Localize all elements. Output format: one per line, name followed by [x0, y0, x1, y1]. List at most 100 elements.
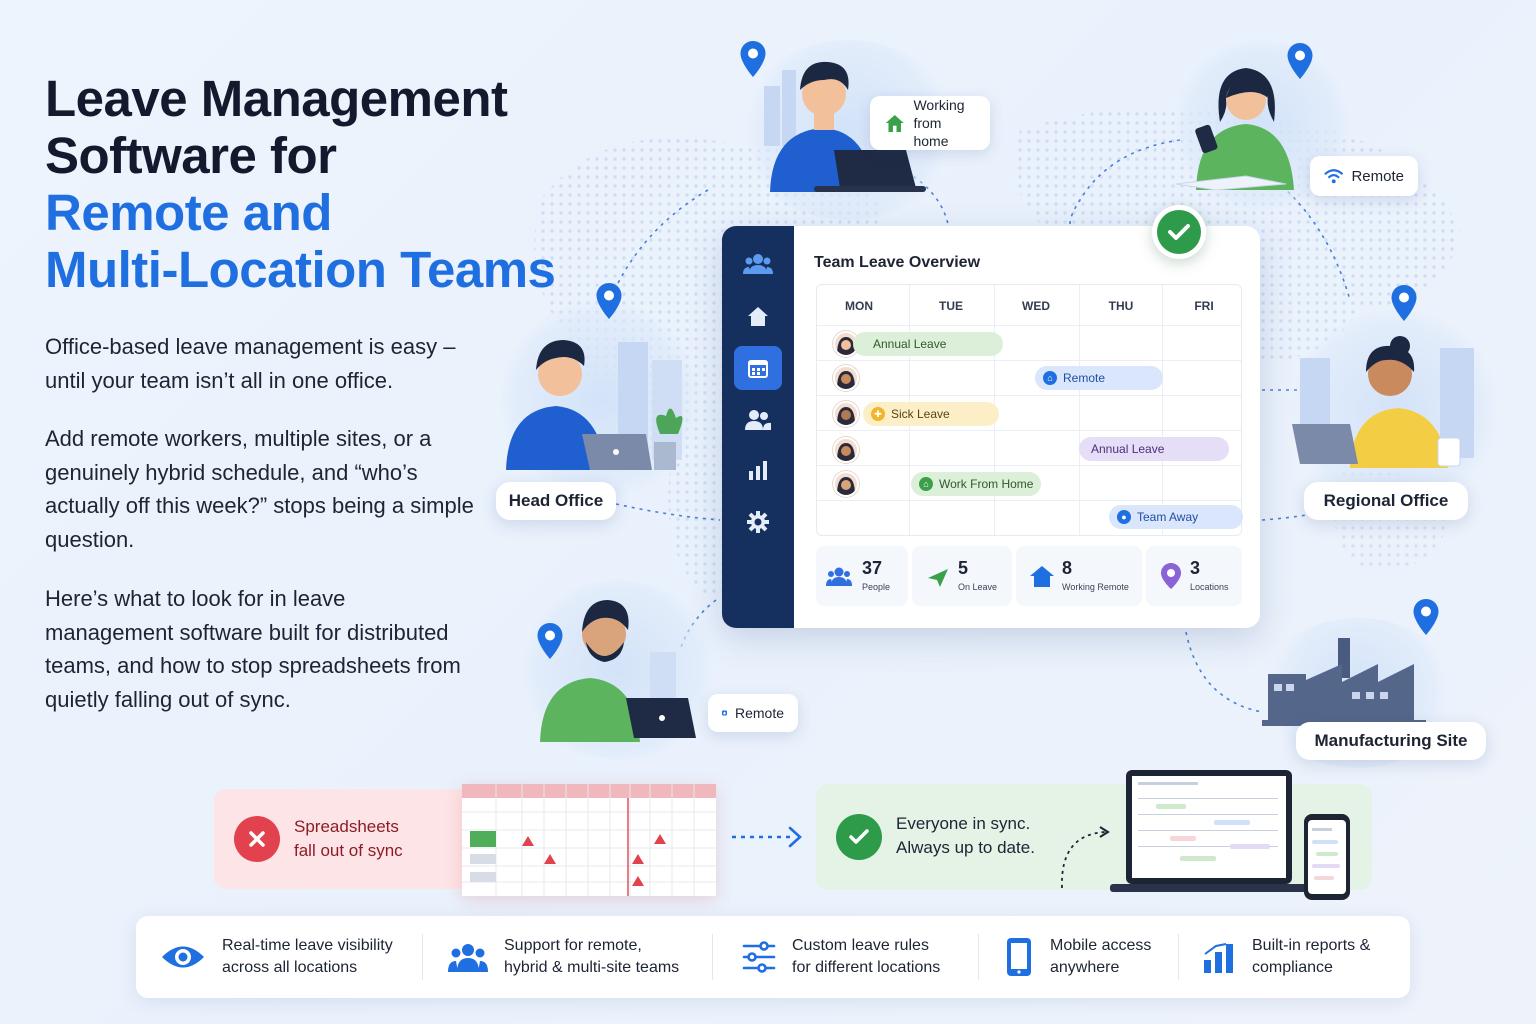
- house-icon: [885, 114, 904, 132]
- leave-pill-sick[interactable]: ✚ Sick Leave: [863, 402, 999, 426]
- feature-reports: Built-in reports & compliance: [1202, 916, 1370, 998]
- leave-pill-annual-2[interactable]: Annual Leave: [1079, 437, 1229, 461]
- title-line-3: Remote and: [45, 184, 332, 241]
- wifi-icon: [1324, 169, 1344, 184]
- broken-spreadsheet-illustration: [462, 784, 716, 896]
- feature-mobile-access: Mobile access anywhere: [1004, 916, 1151, 998]
- head-office-label: Head Office: [508, 491, 604, 510]
- day-header-fri: FRI: [1194, 299, 1214, 313]
- remote-label-top: Remote: [1351, 167, 1404, 185]
- intro-paragraph-3: Here’s what to look for in leave managem…: [45, 586, 461, 712]
- person-phone-illustration: [1176, 68, 1294, 190]
- leave-pill-remote[interactable]: ⌂ Remote: [1035, 366, 1163, 390]
- location-pin-icon: [596, 283, 622, 319]
- leave-pill-label: Team Away: [1137, 510, 1199, 524]
- avatar: [833, 437, 859, 463]
- remote-tag-bottom: Remote: [708, 694, 798, 732]
- feature-label: Built-in reports &: [1252, 937, 1371, 954]
- day-header-tue: TUE: [939, 299, 963, 313]
- leave-pill-team-away[interactable]: ● Team Away: [1109, 505, 1243, 529]
- leave-pill-label: Annual Leave: [873, 337, 947, 351]
- manufacturing-site-tag: Manufacturing Site: [1296, 722, 1486, 760]
- feature-label: across all locations: [222, 959, 358, 976]
- stat-number: 37: [862, 558, 883, 578]
- calendar-icon[interactable]: [734, 346, 782, 390]
- avatar: [833, 365, 859, 391]
- leave-pill-label: Sick Leave: [891, 407, 950, 421]
- plane-icon: [928, 569, 948, 587]
- team-icon: [448, 944, 488, 972]
- problem-text: Spreadsheets fall out of sync: [294, 817, 403, 860]
- feature-label: compliance: [1252, 959, 1333, 976]
- feature-custom-rules: Custom leave rules for different location…: [742, 916, 940, 998]
- laptop-phone-illustration: [1110, 770, 1350, 900]
- location-pin-icon: [1161, 563, 1181, 589]
- feature-label: hybrid & multi-site teams: [504, 959, 680, 976]
- person-office-illustration: [506, 340, 683, 470]
- team-badge-icon: ●: [1117, 510, 1131, 524]
- title-line-2: Software for: [45, 127, 337, 184]
- intro-paragraph-1: Office-based leave management is easy – …: [45, 334, 456, 393]
- feature-label: Working Remote: [1062, 582, 1129, 592]
- feature-label: anywhere: [1050, 959, 1120, 976]
- home-badge-icon: ⌂: [919, 477, 933, 491]
- eye-icon: [162, 946, 204, 968]
- regional-office-tag: Regional Office: [1304, 482, 1468, 520]
- factory-icon: [1262, 638, 1426, 726]
- check-icon: [1157, 210, 1201, 254]
- stat-number: 3: [1190, 558, 1201, 578]
- feature-label: for different locations: [792, 959, 941, 976]
- location-pin-icon: [740, 41, 766, 77]
- feature-label: Locations: [1190, 582, 1229, 592]
- person-regional-illustration: [1292, 336, 1474, 468]
- person-bearded-illustration: [540, 600, 696, 742]
- leave-pill-label: Remote: [1063, 371, 1106, 385]
- feature-label: Custom leave rules: [792, 937, 929, 954]
- location-pin-icon: [537, 623, 563, 659]
- intro-paragraph-2: Add remote workers, multiple sites, or a…: [45, 426, 474, 552]
- sliders-icon: [742, 941, 776, 973]
- house-icon: [1030, 566, 1054, 587]
- team-leave-dashboard: Team Leave Overview MON TUE WED THU FRI …: [722, 226, 1260, 628]
- feature-label: Real-time leave visibility: [222, 937, 393, 954]
- leave-pill-label: Work From Home: [939, 477, 1034, 491]
- leave-calendar-grid: MON TUE WED THU FRI Annual Leave ⌂ Remot…: [816, 284, 1243, 536]
- home-badge-icon: [722, 710, 727, 716]
- in-sync-text: Everyone in sync. Always up to date.: [896, 814, 1035, 857]
- working-from-home-label: Working from home: [913, 97, 965, 149]
- error-x-icon: [234, 816, 280, 862]
- working-from-home-tag: Working from home: [870, 96, 990, 150]
- dashboard-title: Team Leave Overview: [814, 254, 981, 271]
- location-pin-icon: [1391, 285, 1417, 321]
- team-icon[interactable]: [740, 246, 776, 282]
- home-icon[interactable]: [740, 298, 776, 334]
- feature-label: People: [862, 582, 891, 592]
- leave-pill-annual[interactable]: Annual Leave: [853, 332, 1003, 356]
- feature-remote-support: Support for remote,hybrid & multi-site t…: [448, 916, 679, 998]
- feature-label: Mobile access: [1050, 937, 1152, 954]
- location-pin-icon: [1287, 43, 1313, 79]
- users-icon[interactable]: [740, 402, 776, 438]
- mobile-icon: [1007, 938, 1031, 976]
- settings-icon[interactable]: [740, 504, 776, 540]
- location-pin-icon: [1413, 599, 1439, 635]
- leave-pill-label: Annual Leave: [1091, 442, 1165, 456]
- bar-chart-icon[interactable]: [740, 452, 776, 488]
- leave-pill-wfh[interactable]: ⌂ Work From Home: [911, 472, 1041, 496]
- remote-tag-top: Remote: [1310, 156, 1418, 196]
- person-laptop-illustration: [764, 61, 926, 192]
- regional-office-label: Regional Office: [1323, 491, 1449, 510]
- avatar: [833, 401, 859, 427]
- curved-arrow-icon: [1061, 826, 1110, 889]
- feature-realtime-visibility: Real-time leave visibility across all loc…: [160, 916, 393, 998]
- feature-label: On Leave: [958, 582, 998, 592]
- home-badge-icon: ⌂: [1043, 371, 1057, 385]
- stat-working-remote: 8 Working Remote: [1016, 546, 1142, 606]
- title-line-1: Leave Management: [45, 70, 508, 127]
- arrow-right-icon: [732, 826, 802, 848]
- stat-on-leave: 5 On Leave: [912, 546, 1012, 606]
- stat-number: 8: [1062, 558, 1073, 578]
- people-icon: [826, 567, 852, 586]
- day-header-wed: WED: [1022, 299, 1050, 313]
- dashboard-sidebar: [722, 226, 794, 628]
